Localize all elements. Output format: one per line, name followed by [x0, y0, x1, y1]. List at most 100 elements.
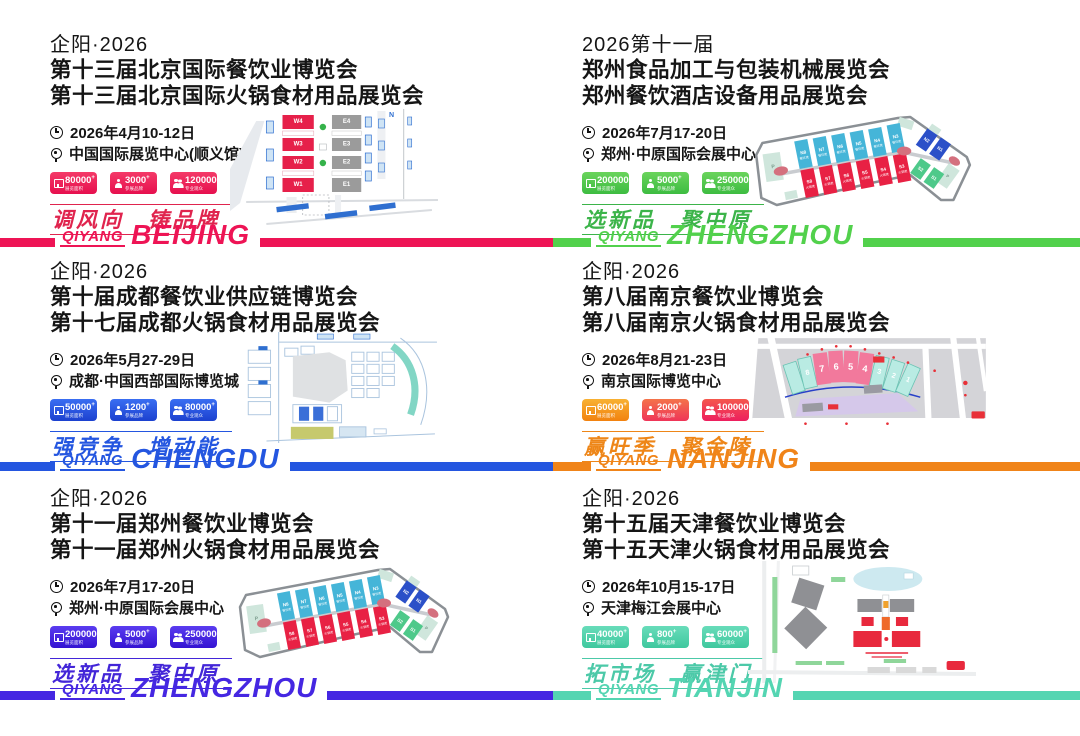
panel-title-line1: 第十届成都餐饮业供应链博览会 [50, 285, 359, 309]
svg-text:N4: N4 [874, 137, 881, 143]
brand-wordmark: QIYANG [596, 452, 662, 471]
city-wordmark: BEIJING [131, 219, 251, 251]
svg-text:餐饮类: 餐饮类 [836, 148, 846, 155]
stat-suffix: + [743, 628, 747, 635]
venue-text: 天津梅江会展中心 [601, 600, 722, 617]
venue-row: 南京国际博览中心 [582, 370, 1080, 391]
expo-panel-nanjing: 企阳·2026 第八届南京餐饮业博览会 第八届南京火锅食材用品展览会 2026年… [582, 260, 1080, 462]
svg-text:N6: N6 [318, 595, 325, 601]
stat-suffix: + [672, 628, 677, 635]
svg-text:E1: E1 [343, 182, 351, 188]
city-wordmark: TIANJIN [667, 672, 783, 704]
stat-suffix: + [96, 628, 101, 635]
brand-wordmark: QIYANG [596, 228, 662, 247]
visitors-people-icon [173, 178, 184, 188]
location-pin-icon [583, 602, 594, 616]
svg-text:W2: W2 [294, 160, 304, 166]
svg-text:S2: S2 [917, 165, 925, 172]
svg-text:火锅类: 火锅类 [861, 174, 871, 181]
svg-text:火锅类: 火锅类 [805, 183, 815, 190]
stat-value: 50000 [65, 402, 92, 414]
svg-text:火锅类: 火锅类 [342, 626, 352, 633]
footer-chengdu: QIYANG CHENGDU [0, 445, 553, 473]
venue-text: 南京国际博览中心 [601, 373, 722, 390]
stat-label: 参展品牌 [125, 185, 143, 191]
footer-zhengzhou-machinery: QIYANG ZHENGZHOU [553, 219, 1080, 251]
svg-text:6: 6 [833, 362, 839, 372]
venue-text: 郑州·中原国际会展中心 [601, 146, 756, 163]
svg-text:N5: N5 [855, 140, 862, 146]
stat-label: 专业观众 [185, 412, 203, 418]
accent-stripe [553, 691, 591, 700]
slogan-text: 调风向 铸品牌 [50, 204, 232, 235]
clock-icon [582, 126, 595, 139]
accent-stripe [553, 238, 591, 247]
panel-year-title: 企阳·2026 [50, 488, 149, 510]
stat-value: 250000 [717, 175, 749, 187]
svg-text:5: 5 [848, 362, 854, 372]
stat-suffix: + [628, 174, 633, 181]
brand-wordmark: QIYANG [596, 681, 662, 700]
panel-year-title: 企阳·2026 [582, 261, 681, 283]
booth-area-icon [53, 405, 64, 415]
panel-title-line1: 第十五届天津餐饮业博览会 [582, 512, 847, 536]
accent-stripe [327, 691, 553, 700]
svg-text:S1: S1 [930, 174, 938, 181]
stat-suffix: + [623, 628, 627, 635]
stat-badge-brands: 5000+ 参展品牌 [642, 172, 689, 194]
stat-suffix: + [216, 628, 221, 635]
svg-text:S7: S7 [307, 627, 314, 633]
panel-title-line1: 第八届南京餐饮业博览会 [582, 285, 825, 309]
venue-row: 成都·中国西部国际博览城 [50, 370, 542, 391]
city-wordmark: NANJING [667, 443, 801, 475]
booth-area-icon [53, 632, 64, 642]
panel-title-line2: 第十三届北京国际火锅食材用品展览会 [50, 84, 425, 108]
svg-text:S8: S8 [806, 178, 813, 184]
svg-text:S4: S4 [361, 618, 368, 624]
svg-text:火锅类: 火锅类 [824, 180, 834, 187]
slogan-text: 拓市场 赢津门 [582, 658, 764, 689]
brand-wordmark: QIYANG [60, 228, 126, 247]
location-pin-icon [583, 148, 594, 162]
stat-badge-visitors: 80000+ 专业观众 [170, 399, 217, 421]
location-pin-icon [51, 602, 62, 616]
stat-label: 参展品牌 [657, 185, 675, 191]
stat-badge-brands: 3000+ 参展品牌 [110, 172, 157, 194]
svg-text:N1: N1 [415, 597, 423, 605]
svg-text:餐饮类: 餐饮类 [892, 138, 902, 145]
svg-text:3: 3 [876, 367, 882, 376]
footer-beijing: QIYANG BEIJING [0, 219, 553, 251]
panel-year-title: 企阳·2026 [582, 488, 681, 510]
stat-badge-area: 200000+ 展览面积 [582, 172, 632, 194]
stat-suffix: + [678, 174, 682, 181]
date-text: 2026年8月21-23日 [602, 352, 728, 369]
date-row: 2026年5月27-29日 [50, 349, 542, 370]
accent-stripe [792, 691, 1080, 700]
stat-label: 参展品牌 [125, 412, 143, 418]
stat-badge-visitors: 250000+ 专业观众 [170, 626, 220, 648]
svg-text:7: 7 [819, 363, 825, 374]
footer-tianjin: QIYANG TIANJIN [553, 672, 1080, 704]
booth-area-icon [585, 632, 596, 642]
svg-text:P: P [945, 173, 950, 179]
accent-stripe [260, 238, 553, 247]
svg-text:火锅类: 火锅类 [306, 632, 316, 639]
accent-stripe [863, 238, 1080, 247]
stat-badge-area: 60000+ 展览面积 [582, 399, 629, 421]
stat-badge-area: 200000+ 展览面积 [50, 626, 100, 648]
stats-row: 200000+ 展览面积 5000+ 参展品牌 250000+ 专业观众 [582, 172, 1080, 194]
city-wordmark: ZHENGZHOU [667, 219, 854, 251]
city-wordmark: ZHENGZHOU [131, 672, 318, 704]
footer-row-3: QIYANG ZHENGZHOU QIYANG TIANJIN [0, 672, 1080, 704]
booth-area-icon [585, 178, 596, 188]
accent-stripe [810, 462, 1080, 471]
svg-text:S8: S8 [289, 630, 296, 636]
stat-label: 参展品牌 [657, 639, 675, 645]
exhibitor-person-icon [114, 405, 123, 415]
stat-value: 60000 [717, 629, 744, 641]
stat-badge-brands: 2000+ 参展品牌 [642, 399, 689, 421]
